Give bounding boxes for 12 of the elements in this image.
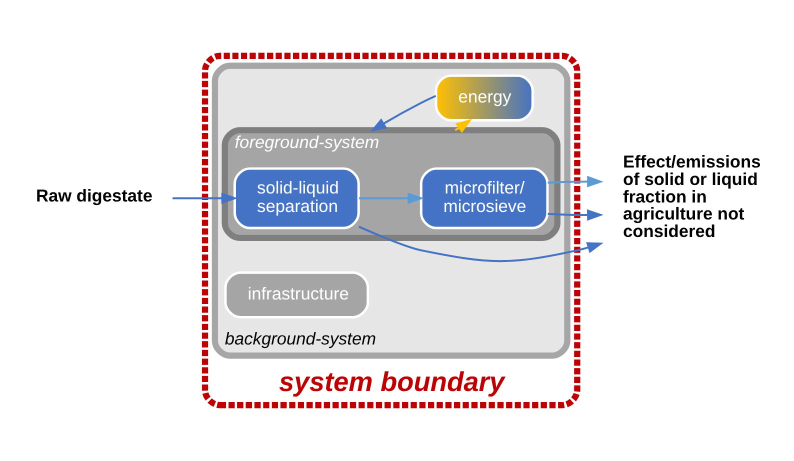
- arrow: [548, 176, 604, 188]
- node-box: microfilter/ microsieve: [420, 167, 549, 230]
- node-text: Effect/emissions of solid or liquid fraction in agriculture not considered: [623, 152, 761, 241]
- arrow: [172, 192, 238, 204]
- node-box: solid-liquid separation: [234, 167, 360, 230]
- node-text: Raw digestate: [36, 186, 152, 206]
- arrow: [370, 95, 436, 132]
- arrow: [359, 192, 424, 204]
- arrow: [358, 226, 604, 262]
- node-box: infrastructure: [224, 271, 370, 318]
- arrow: [548, 209, 604, 221]
- node-box: energy: [434, 74, 534, 122]
